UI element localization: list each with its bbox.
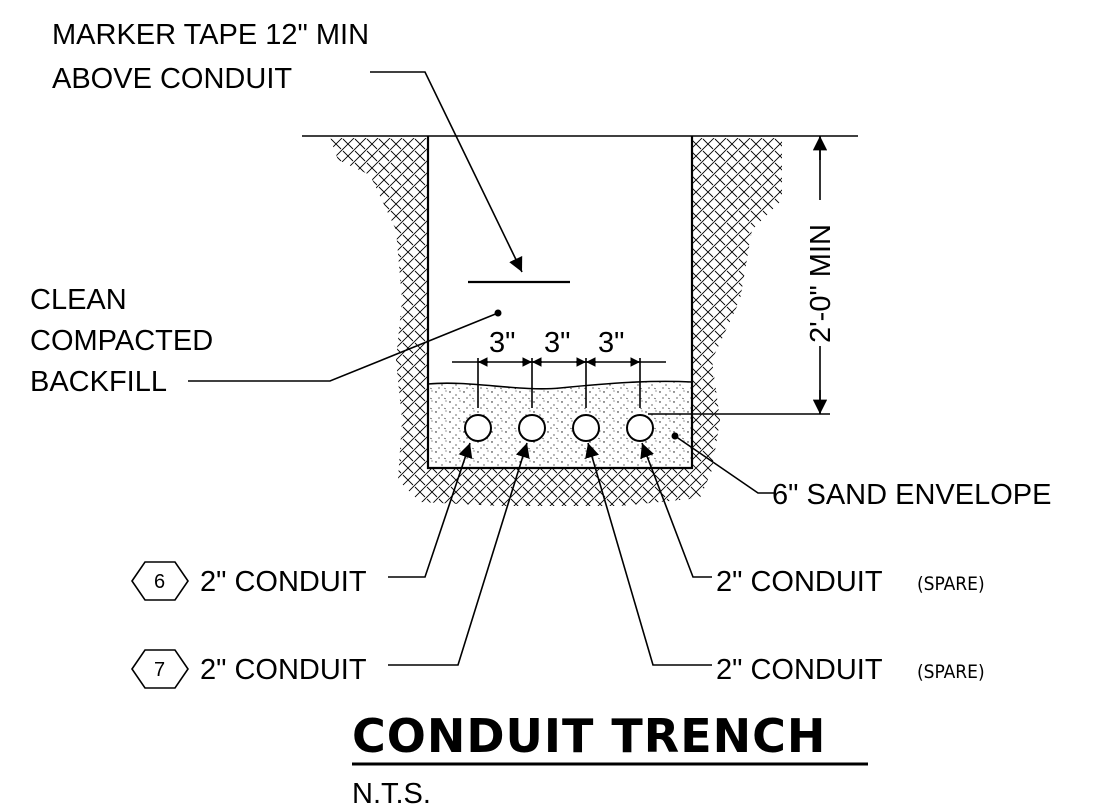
depth-dimension — [648, 136, 830, 415]
drawing-title: CONDUIT TRENCH — [352, 709, 826, 763]
sand-envelope-fill — [428, 381, 692, 468]
marker-tape-label-line2: ABOVE CONDUIT — [52, 63, 292, 95]
backfill-label-line2: COMPACTED — [30, 325, 213, 357]
tag-7-number: 7 — [154, 659, 165, 681]
sand-envelope-top — [427, 380, 693, 390]
depth-label: 2'-0" MIN — [805, 224, 837, 343]
spacing-label-1: 3" — [489, 327, 515, 359]
conduit-spare-lower-suffix: (SPARE) — [917, 661, 985, 683]
conduit-circle — [464, 414, 492, 442]
conduit-spare-upper-label: 2" CONDUIT — [716, 566, 883, 598]
marker-tape-label-line1: MARKER TAPE 12" MIN — [52, 19, 369, 51]
backfill-leader-dot — [494, 309, 502, 317]
conduit-7-label: 2" CONDUIT — [200, 654, 367, 686]
backfill-label-line1: CLEAN — [30, 284, 127, 316]
conduit-7-leader — [388, 442, 530, 666]
conduits — [464, 414, 654, 442]
trench-outline — [426, 136, 694, 470]
scale-note: N.T.S. — [352, 778, 431, 810]
conduit-circle — [572, 414, 600, 442]
conduit-spare-lower-leader — [585, 442, 712, 666]
backfill-leader — [188, 312, 499, 382]
marker-tape-leader — [370, 71, 523, 273]
spacing-label-3: 3" — [598, 327, 624, 359]
conduit-spare-upper-leader — [640, 442, 712, 578]
tag-7-hexagon — [131, 649, 189, 689]
spacing-label-2: 3" — [544, 327, 570, 359]
conduit-spare-lower-label: 2" CONDUIT — [716, 654, 883, 686]
tag-6-hexagon — [131, 561, 189, 601]
conduit-6-label: 2" CONDUIT — [200, 566, 367, 598]
sand-envelope-leader-dot — [671, 432, 679, 440]
conduit-circle — [626, 414, 654, 442]
sand-envelope-leader — [674, 435, 775, 494]
sand-envelope-label: 6" SAND ENVELOPE — [772, 479, 1051, 511]
conduit-spare-upper-suffix: (SPARE) — [917, 573, 985, 595]
tag-6-number: 6 — [154, 571, 165, 593]
conduit-6-leader — [388, 442, 473, 578]
soil-hatch — [330, 138, 782, 506]
spacing-dimensions — [452, 357, 666, 408]
backfill-label-line3: BACKFILL — [30, 366, 167, 398]
conduit-circle — [518, 414, 546, 442]
